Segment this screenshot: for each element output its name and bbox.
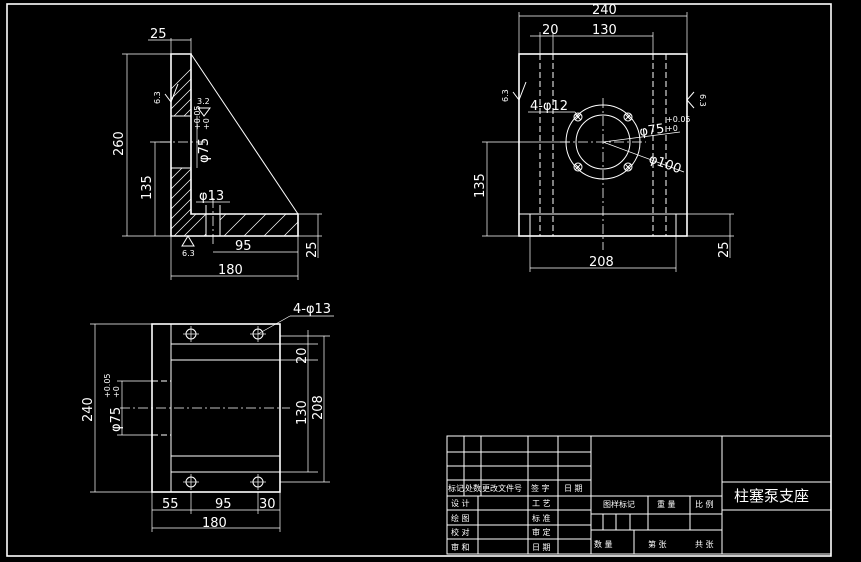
front-dim-base-width: 208 — [589, 255, 614, 270]
side-dim-base-length: 180 — [218, 263, 243, 278]
side-dim-bore: φ75 — [197, 138, 212, 163]
tb-title: 柱塞泵支座 — [734, 487, 809, 505]
tb-approve: 审 定 — [532, 527, 551, 537]
tb-count: 处数 — [465, 483, 481, 493]
tb-check: 校 对 — [451, 527, 470, 537]
tb-draw: 绘 图 — [451, 513, 470, 523]
top-view: 4-φ13 240 φ75 +0.05 +0 20 130 208 55 95 … — [81, 302, 334, 532]
top-dim-base-width: 208 — [311, 395, 326, 420]
tb-process: 工 艺 — [532, 499, 551, 508]
side-dim-bore-tol-lower: +0 — [202, 118, 211, 130]
top-dim-seg1: 55 — [162, 497, 179, 512]
front-view-body — [518, 53, 688, 237]
tb-review: 审 和 — [451, 542, 470, 552]
side-dim-base-thickness: 25 — [305, 241, 320, 258]
title-block: 标记 处数 更改文件号 签 字 日 期 设 计 绘 图 校 对 审 和 工 艺 … — [446, 435, 832, 555]
tb-date2: 日 期 — [532, 543, 551, 552]
front-dim-bolt-circle: φ100 — [647, 152, 684, 178]
side-dim-hole: φ13 — [199, 189, 224, 204]
front-dim-slot-width: 20 — [542, 23, 559, 38]
side-roughness-bottom: 6.3 — [182, 249, 195, 258]
side-dim-top-width: 25 — [150, 27, 167, 42]
side-view: 25 260 135 25 φ75 +0.05 +0 φ13 95 180 6.… — [112, 27, 322, 280]
top-dim-seg3: 30 — [259, 497, 276, 512]
front-bolt-holes — [573, 112, 633, 172]
tb-date: 日 期 — [564, 484, 583, 493]
front-roughness-left: 6.3 — [501, 89, 510, 102]
side-view-rib — [190, 53, 299, 215]
front-dim-center-height: 135 — [473, 173, 488, 198]
top-view-holes — [183, 326, 266, 490]
tb-quantity: 数 量 — [594, 539, 613, 549]
top-dim-holes: 4-φ13 — [293, 302, 331, 317]
side-roughness-mid: 3.2 — [197, 97, 210, 106]
side-view-outline — [170, 53, 299, 237]
front-dim-bolt-spacing: 130 — [592, 23, 617, 38]
front-dim-base-thickness: 25 — [717, 241, 732, 258]
tb-drawing-mark: 图样标记 — [603, 499, 635, 509]
front-dim-overall-width: 240 — [592, 3, 617, 18]
front-bore-circle — [575, 114, 631, 170]
top-dim-overall-height: 240 — [81, 397, 96, 422]
front-dim-bolt-holes: 4-φ12 — [530, 99, 568, 114]
front-dim-bore-tol-upper: +0.05 — [666, 115, 691, 124]
tb-change-doc: 更改文件号 — [482, 483, 522, 493]
side-dim-bore-tol-upper: +0.05 — [193, 105, 202, 130]
side-dim-height-total: 260 — [112, 131, 127, 156]
top-dim-bore: φ75 — [109, 407, 124, 432]
top-dim-slot-width: 20 — [295, 347, 310, 364]
tb-design: 设 计 — [451, 498, 470, 508]
tb-total: 共 张 — [695, 540, 714, 549]
top-dim-overall-length: 180 — [202, 516, 227, 531]
tb-sign: 签 字 — [531, 483, 550, 493]
top-dim-bore-tol-upper: +0.05 — [103, 373, 112, 398]
drawing-frame — [6, 3, 832, 557]
front-dim-bore: φ75 — [638, 122, 665, 140]
side-dim-hole-offset: 95 — [235, 239, 252, 254]
side-dim-height-hole: 135 — [140, 175, 155, 200]
tb-scale: 比 例 — [695, 499, 714, 509]
front-view: 4-φ12 φ75 +0.05 +0 φ100 240 20 130 135 2… — [473, 3, 734, 272]
top-dim-seg2: 95 — [215, 497, 232, 512]
side-view-hatching — [171, 54, 298, 236]
tb-mark: 标记 — [448, 483, 464, 493]
top-dim-bore-tol-lower: +0 — [112, 386, 121, 398]
top-dim-slot-spacing: 130 — [295, 400, 310, 425]
tb-weight: 重 量 — [657, 499, 676, 509]
tb-sheet: 第 张 — [648, 539, 667, 549]
front-dim-bore-tol-lower: +0 — [666, 124, 678, 133]
side-roughness-left: 6.3 — [153, 91, 162, 104]
front-roughness-right: 6.3 — [698, 94, 707, 107]
tb-standard: 标 准 — [532, 513, 551, 523]
